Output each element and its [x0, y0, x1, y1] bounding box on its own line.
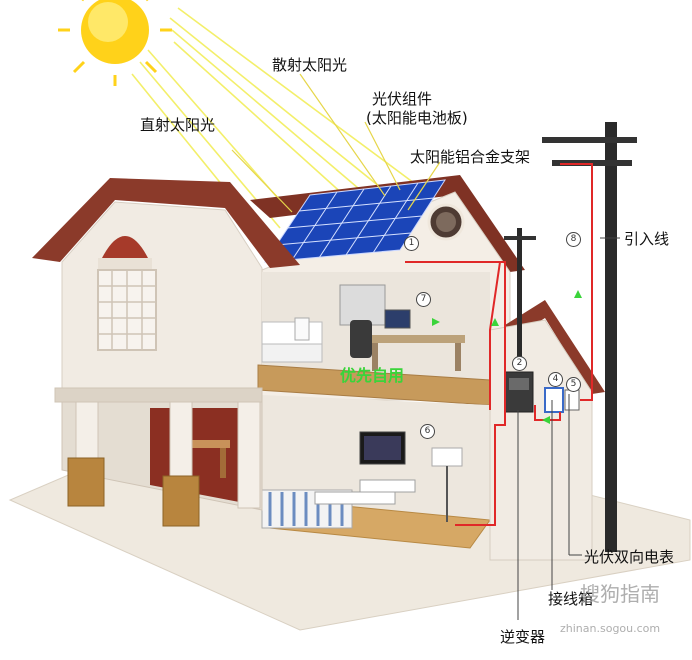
label-pv-module-sub: (太阳能电池板) [366, 109, 468, 127]
upper-room [262, 272, 490, 395]
desk-computer [339, 284, 465, 371]
marker-4: 4 [548, 372, 563, 387]
coffee-table [314, 479, 416, 505]
meter-icon [544, 387, 580, 413]
balcony-slab [54, 387, 263, 403]
label-pv-module: 光伏组件 [372, 90, 433, 108]
roof-left [32, 178, 300, 268]
label-scattered-sunlight: 散射太阳光 [272, 56, 348, 74]
arched-window [98, 236, 152, 270]
leader-lines [231, 73, 441, 213]
watermark-url: zhinan.sogou.com [560, 622, 661, 635]
bed [261, 317, 323, 363]
porch-columns [75, 394, 261, 509]
watermark-brand: 搜狗指南 [580, 582, 660, 606]
callout-lines [517, 237, 620, 620]
attic-window [427, 203, 465, 241]
label-direct-sunlight: 直射太阳光 [140, 116, 216, 134]
label-bidirectional-meter: 光伏双向电表 [584, 548, 675, 566]
label-service-line: 引入线 [624, 230, 670, 248]
solar-panel-icon [264, 179, 446, 263]
marker-7: 7 [416, 292, 431, 307]
front-window [97, 269, 157, 351]
label-inverter: 逆变器 [500, 628, 546, 646]
marker-6: 6 [420, 424, 435, 439]
floor-lamp [431, 447, 463, 522]
marker-8: 8 [566, 232, 581, 247]
flow-arrows [432, 290, 582, 424]
column-bases [67, 457, 200, 527]
label-mount-bracket: 太阳能铝合金支架 [410, 148, 531, 166]
tv-icon [359, 431, 406, 465]
sun-icon [58, 0, 172, 86]
inverter-icon [504, 371, 534, 413]
label-junction-box: 接线箱 [548, 590, 594, 608]
priority-self-use-text: 优先自用 [340, 366, 405, 385]
marker-2: 2 [512, 356, 527, 371]
wall-left-gable [61, 201, 263, 401]
marker-1: 1 [404, 236, 419, 251]
marker-5: 5 [566, 377, 581, 392]
